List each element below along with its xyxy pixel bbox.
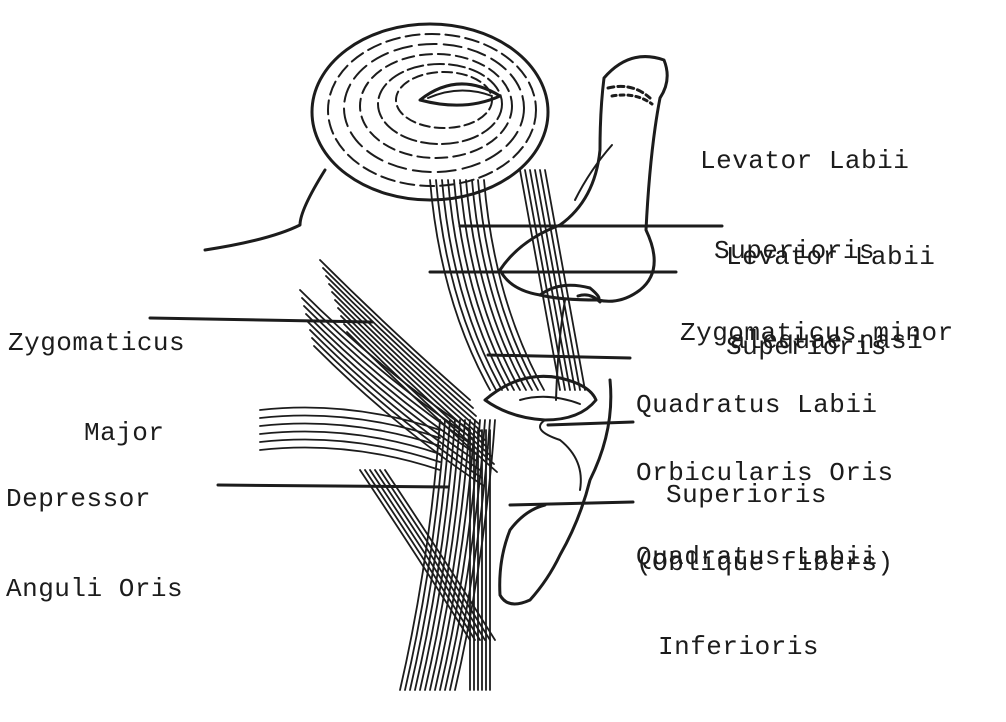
fiber-stroke bbox=[326, 276, 476, 416]
muscle-fibers bbox=[260, 170, 585, 690]
label-line: Inferioris bbox=[636, 632, 878, 662]
eye-orbit-drawing bbox=[205, 24, 548, 250]
lips-chin-drawing bbox=[485, 376, 611, 604]
label-quadratus-inf: Quadratus Labii Inferioris bbox=[636, 482, 878, 722]
label-line: Anguli Oris bbox=[6, 574, 183, 604]
label-line: Zygomaticus bbox=[8, 328, 185, 358]
fiber-stroke bbox=[260, 448, 440, 471]
label-line: Depressor bbox=[6, 484, 183, 514]
fiber-stroke bbox=[323, 268, 473, 408]
fiber-stroke bbox=[329, 284, 479, 424]
label-depressor: Depressor Anguli Oris bbox=[6, 424, 183, 664]
label-line: Quadratus Labii bbox=[636, 542, 878, 572]
label-line: Levator Labii bbox=[700, 146, 923, 176]
